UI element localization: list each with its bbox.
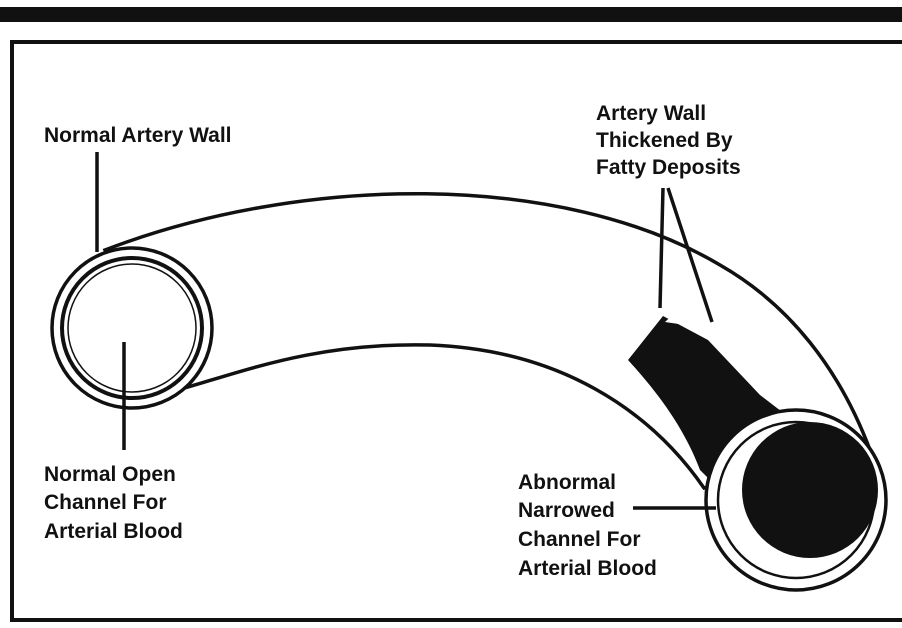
label-narrowed-channel-line-2: Narrowed bbox=[518, 499, 615, 522]
label-narrowed-channel-line-3: Channel For bbox=[518, 528, 641, 551]
top-bar bbox=[0, 7, 902, 22]
label-thickened-wall-line-1: Artery Wall bbox=[596, 102, 706, 125]
label-narrowed-channel-line-4: Arterial Blood bbox=[518, 557, 657, 580]
narrowed-channel bbox=[742, 422, 878, 558]
label-thickened-wall-line-2: Thickened By bbox=[596, 129, 733, 152]
label-normal-channel-line-1: Normal Open bbox=[44, 463, 176, 486]
label-thickened-wall-line-3: Fatty Deposits bbox=[596, 156, 741, 179]
label-normal-channel-line-3: Arterial Blood bbox=[44, 520, 183, 543]
label-normal-artery-wall: Normal Artery Wall bbox=[44, 124, 232, 147]
label-normal-channel-line-2: Channel For bbox=[44, 491, 167, 514]
normal-open-channel bbox=[68, 264, 196, 392]
label-narrowed-channel-line-1: Abnormal bbox=[518, 471, 616, 494]
